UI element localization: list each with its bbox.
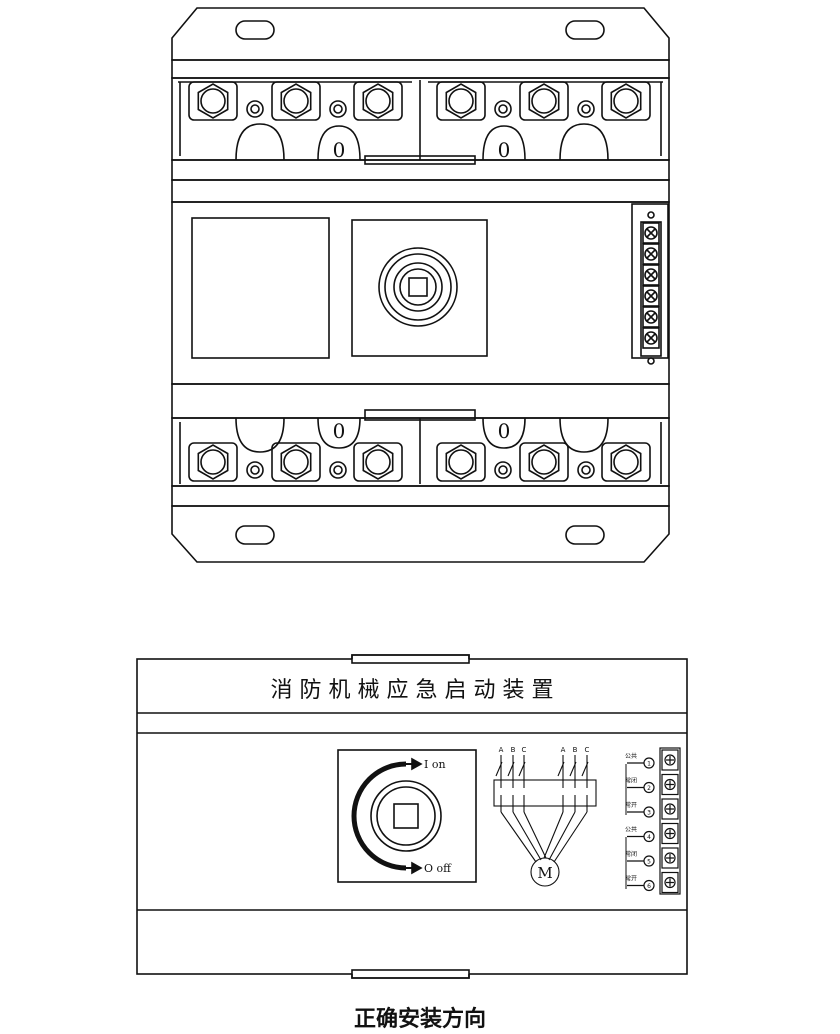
terminal-label: 常开	[625, 801, 637, 809]
svg-text:0: 0	[498, 138, 511, 162]
contactor-box	[493, 779, 597, 807]
terminal-label: 常开	[625, 875, 637, 883]
terminal-screw-icon	[642, 243, 660, 265]
svg-text:0: 0	[498, 419, 511, 443]
terminal-3: 3 常开	[625, 798, 679, 820]
hex-nut-icon	[353, 442, 403, 482]
svg-text:0: 0	[333, 419, 346, 443]
hex-nut-icon	[271, 81, 321, 121]
top-left-slot	[235, 20, 275, 40]
svg-text:0: 0	[333, 138, 346, 162]
switch-on-label: I on	[424, 758, 446, 771]
rotary-knob	[378, 247, 458, 327]
terminal-number: 3	[647, 810, 651, 817]
bottom-right-slot	[565, 525, 605, 545]
small-screw-icon	[246, 100, 264, 118]
terminal-screw-icon	[642, 264, 660, 286]
small-screw-icon	[494, 100, 512, 118]
small-screw-icon	[329, 100, 347, 118]
phase-label: B	[573, 746, 578, 754]
terminal-number: 1	[647, 761, 651, 768]
phase-label: A	[561, 746, 566, 754]
display-window	[191, 217, 330, 359]
hex-nut-icon	[353, 81, 403, 121]
terminal-label: 常闭	[625, 777, 637, 785]
panel-title: 消 防 机 械 应 急 启 动 装 置	[271, 678, 554, 703]
top-mounting-plate	[171, 7, 670, 61]
bottom-mounting-plate	[171, 505, 670, 563]
terminal-4: 4 公共	[625, 822, 679, 845]
terminal-1: 1 公共	[625, 749, 679, 771]
arrow-head-on	[411, 757, 423, 771]
hex-nut-icon	[601, 81, 651, 121]
terminal-screw-icon	[664, 827, 676, 840]
small-screw-icon	[577, 100, 595, 118]
terminal-screw-icon	[642, 222, 660, 244]
front-terminal-strip: 1 公共 2 常闭 3 常开 4 公共 5 常闭 6 常开	[625, 747, 681, 895]
terminal-label: 公共	[625, 826, 637, 834]
caption: 正确安装方向	[354, 1006, 486, 1032]
terminal-2: 2 常闭	[625, 773, 679, 796]
terminal-5: 5 常闭	[625, 847, 679, 869]
hex-nut-icon	[519, 81, 569, 121]
phase-label: C	[522, 746, 527, 754]
terminal-screw-icon	[642, 285, 660, 307]
terminal-screw-icon	[664, 803, 676, 815]
top-terminal-strip	[631, 203, 669, 365]
terminal-number: 6	[647, 883, 651, 890]
terminal-label: 常闭	[625, 850, 637, 858]
top-right-slot	[565, 20, 605, 40]
small-screw-icon	[577, 461, 595, 479]
terminal-number: 5	[647, 859, 651, 866]
hex-nut-icon	[188, 81, 238, 121]
hex-nut-icon	[271, 442, 321, 482]
terminal-number: 4	[647, 834, 651, 841]
terminal-number: 2	[647, 785, 651, 792]
lower-terminal-block: 0 0	[171, 417, 670, 487]
small-screw-icon	[246, 461, 264, 479]
phase-label: A	[499, 746, 504, 754]
hex-nut-icon	[436, 81, 486, 121]
phase-label: C	[585, 746, 590, 754]
hex-nut-icon	[436, 442, 486, 482]
terminal-6: 6 常开	[625, 871, 679, 894]
hex-nut-icon	[188, 442, 238, 482]
switch-area: I on O off	[337, 749, 477, 883]
terminal-label: 公共	[625, 752, 637, 760]
terminal-screw-icon	[642, 327, 660, 349]
hex-nut-icon	[519, 442, 569, 482]
upper-band	[171, 159, 670, 181]
hex-nut-icon	[601, 442, 651, 482]
device-top-view: 0 0	[171, 7, 670, 563]
upper-terminal-block: 0 0	[171, 77, 670, 165]
motor-label: M	[537, 864, 552, 882]
bottom-left-slot	[235, 525, 275, 545]
terminal-screw-icon	[664, 876, 676, 889]
rotation-arrow	[351, 761, 407, 871]
phase-label: B	[511, 746, 516, 754]
terminal-screw-icon	[664, 778, 676, 791]
terminal-screw-icon	[664, 852, 676, 864]
small-screw-icon	[329, 461, 347, 479]
small-screw-icon	[494, 461, 512, 479]
terminal-screw-icon	[664, 754, 676, 766]
motor-symbol	[530, 857, 560, 887]
front-panel-outline	[136, 658, 688, 975]
switch-off-label: O off	[424, 862, 452, 875]
arrow-head-off	[411, 861, 423, 875]
handle-window	[351, 219, 488, 357]
terminal-screw-icon	[642, 306, 660, 328]
